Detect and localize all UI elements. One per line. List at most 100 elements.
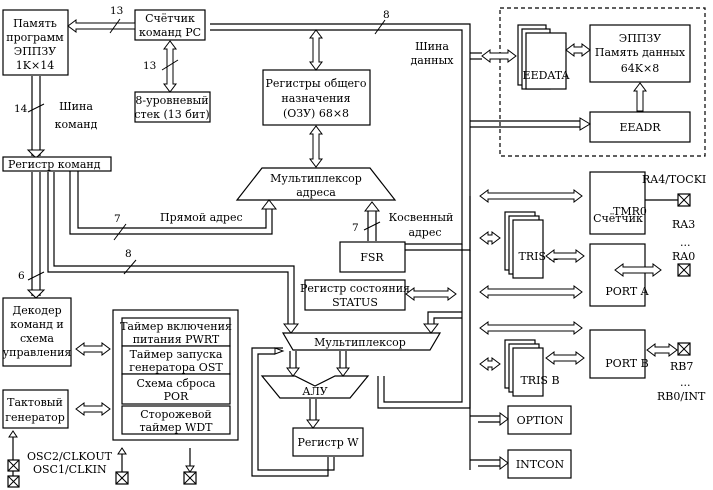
direct-addr-outer: [69, 171, 273, 235]
bus8-tick: [374, 19, 386, 35]
wreg-label: Регистр W: [297, 436, 359, 449]
status-l1: Регистр состояния: [300, 282, 410, 295]
data-bus-l1: Шина: [415, 40, 449, 53]
stack-l1: 8-уровневый: [135, 94, 208, 107]
pc-stack-arrow: [163, 40, 177, 93]
indirect-addr-l2: адрес: [408, 226, 441, 239]
cmd-bus-l1: Шина: [59, 100, 93, 113]
address-mux-block: Мультиплексор адреса: [235, 167, 397, 201]
timer-por-l1: Схема сброса: [137, 377, 216, 390]
trisa-block: TRIS A: [504, 211, 559, 279]
mux-block: Мультиплексор: [281, 332, 442, 351]
decoder-l4: управления: [3, 346, 72, 359]
direct-addr-inner: [77, 171, 267, 229]
clock-generator-block: Тактовый генератор: [2, 389, 69, 429]
cmd-bus-l2: команд: [55, 118, 98, 131]
eeprom-region: [499, 7, 706, 157]
decoder-timers-arrow: [75, 342, 111, 356]
bus-width-7: 7: [114, 213, 121, 225]
alu-label: АЛУ: [302, 385, 328, 398]
fsr-label: FSR: [360, 251, 384, 264]
progmem-l2: программ: [6, 31, 64, 44]
osc-pins: OSC2/CLKOUT OSC1/CLKIN: [7, 430, 113, 488]
bus-width-8: 8: [383, 9, 390, 21]
timers-group: Таймер включения питания PWRT Таймер зап…: [112, 309, 239, 441]
alu-block: АЛУ: [260, 375, 370, 399]
decoder-l3: схема: [20, 332, 54, 345]
osc1-label: OSC1/CLKIN: [33, 463, 107, 476]
timer-por-l2: POR: [164, 390, 189, 403]
eedata-block: EEDATA: [517, 24, 571, 90]
pin-rb7: RB7: [670, 342, 693, 373]
gpr-l3: (ОЗУ) 68×8: [283, 107, 349, 120]
bus13-tick: [109, 18, 121, 34]
literal-bus-inner: [53, 172, 295, 324]
stack-block: 8-уровневый стек (13 бит): [134, 91, 211, 123]
addr-mux-l2: адреса: [296, 186, 336, 199]
bus-width-13b: 13: [143, 60, 156, 72]
intcon-label: INTCON: [516, 458, 565, 471]
eeadr-up-arrow: [633, 82, 647, 112]
pin-ra4: RA4/TOCKI: [642, 173, 706, 207]
dots1-label: ...: [680, 236, 691, 249]
data-bus-l2: данных: [411, 54, 455, 67]
bus-width-14: 14: [14, 103, 28, 115]
timer-pwrt-l1: Таймер включения: [120, 320, 232, 333]
trisb-block: TRIS B: [504, 339, 560, 397]
bus-trisa-arrow: [479, 231, 501, 245]
trisa-label: TRIS A: [519, 250, 559, 263]
clock-timers-arrow: [75, 402, 111, 416]
data-bus-main-inner: [210, 29, 463, 245]
bus-tmr0-arrow: [479, 189, 583, 203]
tmr0-l2: TMR0: [613, 205, 647, 218]
eedata-eeprom-arrow: [565, 43, 591, 57]
decoder-l1: Декодер: [12, 304, 61, 317]
eeprom-data-block: ЭППЗУ Память данных 64K×8: [589, 24, 691, 83]
progmem-l1: Память: [13, 17, 57, 30]
rb0-label: RB0/INT: [657, 390, 706, 403]
bus-eedata-arrow: [481, 49, 517, 63]
data-bus-down-inner: [383, 244, 463, 403]
tmr0-l1: Счётчик: [593, 212, 643, 225]
osc2-label: OSC2/CLKOUT: [27, 450, 113, 463]
pin-ra0: RA0: [672, 250, 695, 277]
bottom-pins: [115, 447, 197, 485]
pc-l2: команд PC: [139, 26, 201, 39]
decoder-l2: команд и: [10, 318, 64, 331]
eedata-label: EEDATA: [523, 69, 571, 82]
literal-bus-outer: [47, 172, 289, 324]
indirect-addr-l1: Косвенный: [389, 211, 454, 224]
direct-addr-label: Прямой адрес: [160, 211, 243, 224]
progmem-l3: ЭППЗУ: [14, 45, 56, 58]
bus13b-tick: [161, 59, 179, 71]
status-register-block: Регистр состояния STATUS: [300, 279, 410, 311]
eeprom-data-l2: Память данных: [595, 46, 686, 59]
gpr-l2: назначения: [281, 92, 350, 105]
program-memory-block: Память программ ЭППЗУ 1K×14: [2, 9, 69, 76]
bus-trisb-arrow: [479, 357, 501, 371]
option-label: OPTION: [517, 414, 564, 427]
data-bus-main-outer: [210, 23, 471, 251]
addr-mux-l1: Мультиплексор: [270, 172, 362, 185]
program-counter-block: Счётчик команд PC: [134, 9, 206, 41]
bus-width-8b: 8: [125, 248, 132, 260]
gpr-addrmux-arrow: [309, 125, 323, 168]
trisb-label: TRIS B: [520, 374, 559, 387]
timer-wdt-l1: Сторожевой: [140, 408, 212, 421]
mux-label: Мультиплексор: [314, 336, 406, 349]
timer-pwrt-l2: питания PWRT: [133, 333, 220, 346]
ra4-label: RA4/TOCKI: [642, 173, 706, 186]
bus-porta-arrow: [479, 285, 583, 299]
portb-block: PORT B: [589, 329, 649, 379]
instruction-register-block: Регистр команд: [2, 156, 112, 172]
eeadr-block: EEADR: [589, 111, 691, 143]
timer-wdt-l2: таймер WDT: [139, 421, 213, 434]
fsr-block: FSR: [339, 241, 406, 273]
porta-label: PORT A: [605, 285, 649, 298]
data-bus-down-outer: [377, 250, 471, 409]
stack-l2: стек (13 бит): [134, 108, 209, 121]
porta-block: PORT A: [589, 243, 650, 307]
timer-ost-l2: генератора OST: [129, 361, 223, 374]
rb7-label: RB7: [670, 360, 693, 373]
